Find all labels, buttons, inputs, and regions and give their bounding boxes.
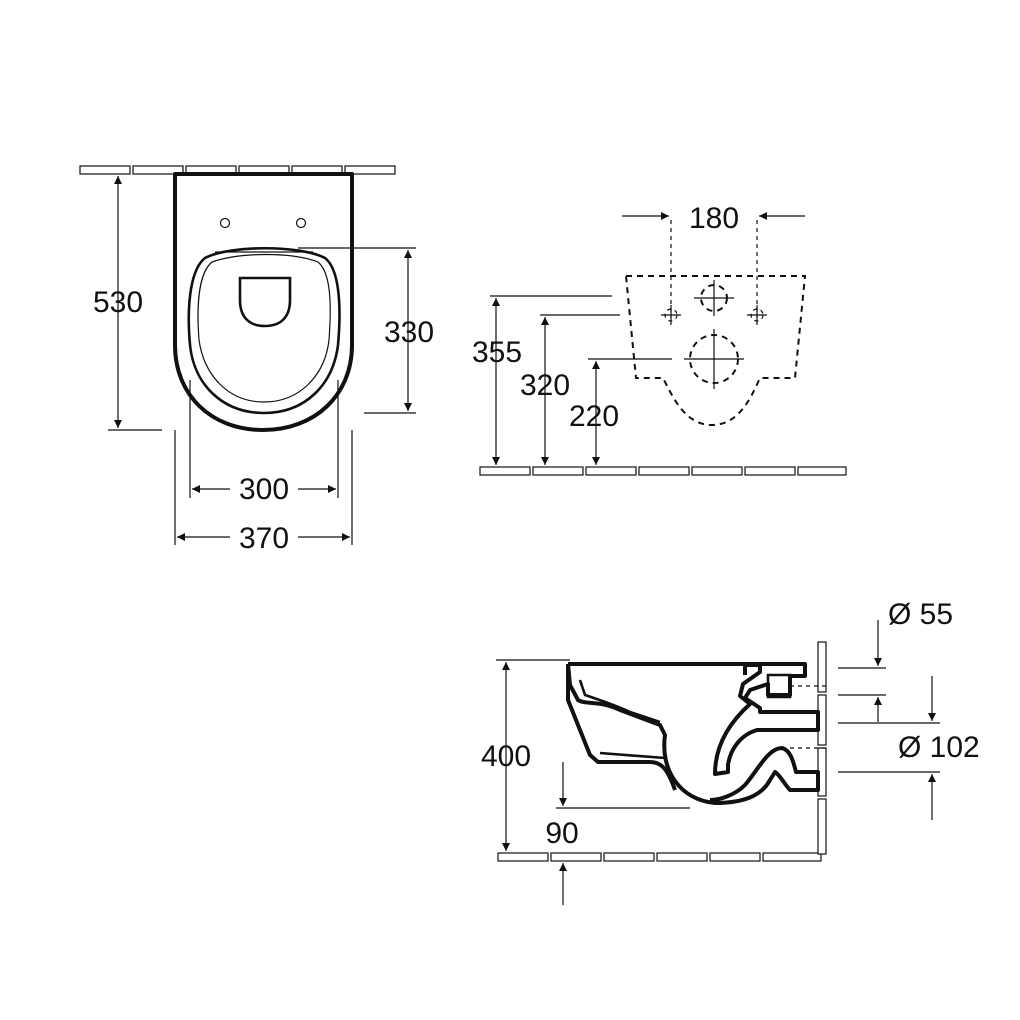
floor-strip-front — [479, 466, 847, 476]
dim-label-180: 180 — [689, 202, 739, 235]
bowl-profile-front — [566, 663, 820, 805]
fixing-hole-right-front — [747, 305, 767, 325]
dim-label-90: 90 — [545, 817, 578, 850]
bowl-opening — [238, 276, 292, 328]
water-inlet-front — [694, 280, 734, 316]
front-view: 180 355 320 220 — [472, 202, 847, 476]
wall-strip-side — [817, 641, 827, 855]
dim-label-400: 400 — [481, 740, 531, 773]
fixing-hole-right — [295, 217, 307, 229]
fixing-hole-left — [219, 217, 231, 229]
top-view: 530 330 300 370 — [79, 165, 434, 555]
dim-label-diameter-55: Ø 55 — [888, 598, 953, 631]
dim-label-320: 320 — [520, 369, 570, 402]
dim-label-370: 370 — [239, 522, 289, 555]
inlet-box — [766, 673, 792, 699]
wall-strip-top — [79, 165, 396, 175]
dim-label-diameter-102: Ø 102 — [898, 731, 980, 764]
bowl-seat-line — [599, 751, 666, 760]
bowl-profile-outer — [568, 662, 820, 776]
bowl-profile-rim — [566, 664, 677, 791]
seat-outline — [187, 246, 341, 415]
fixing-hole-left-front — [661, 305, 681, 325]
side-view: Ø 55 Ø 102 400 90 — [481, 598, 980, 905]
dim-label-300: 300 — [239, 473, 289, 506]
bowl-inner-line — [578, 679, 661, 724]
dim-label-330: 330 — [384, 316, 434, 349]
bowl-outline-dashed — [624, 275, 807, 427]
floor-strip-side — [497, 852, 822, 862]
dim-label-530: 530 — [93, 286, 143, 319]
bowl-outline-top — [173, 172, 354, 432]
seat-inner-outline — [197, 253, 331, 403]
dim-label-355: 355 — [472, 336, 522, 369]
dim-label-220: 220 — [569, 400, 619, 433]
outlet-front — [684, 329, 744, 389]
